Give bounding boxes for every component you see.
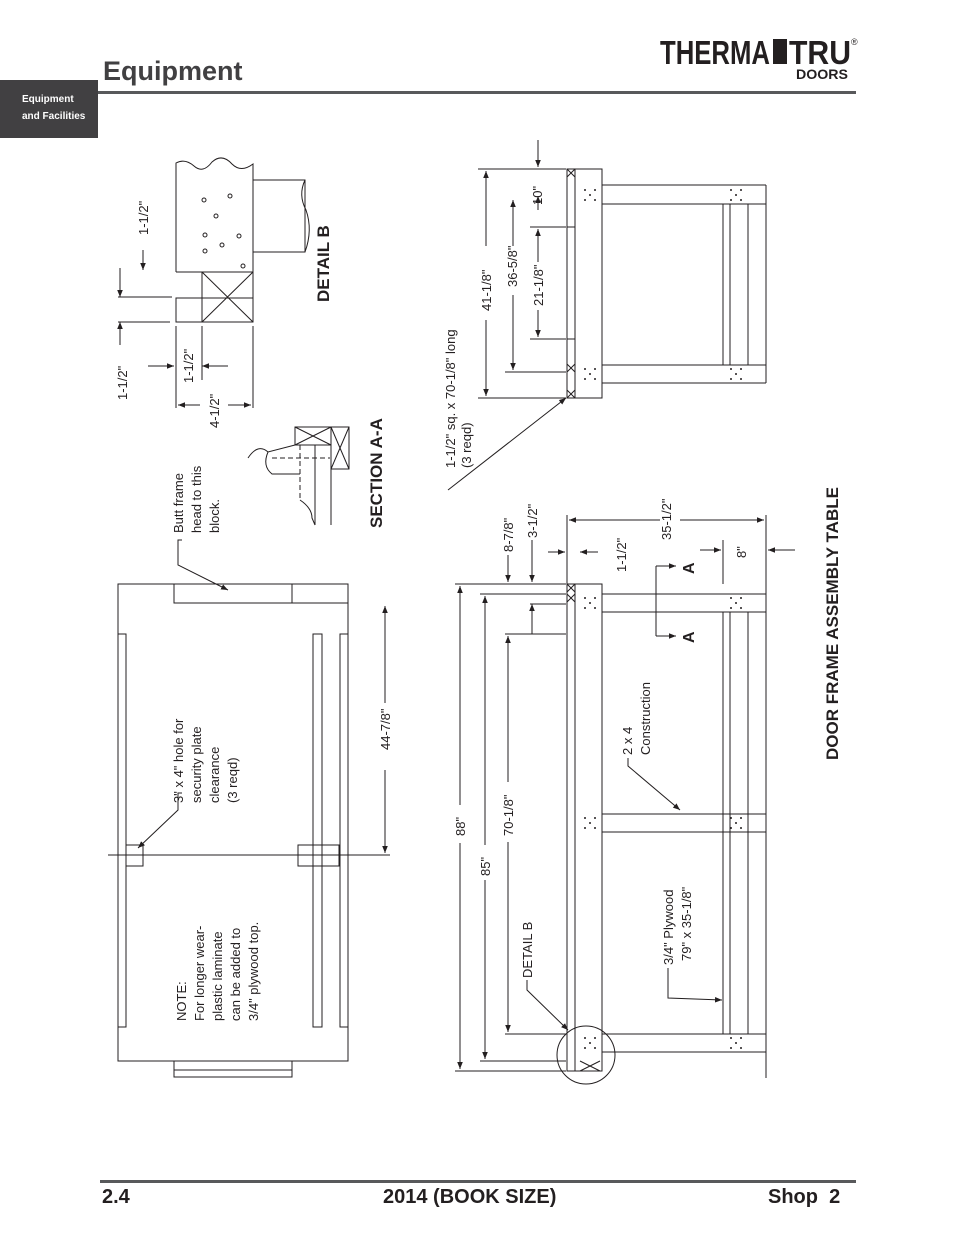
- footer-rule: [100, 1180, 856, 1183]
- dim-detail-1-5-mid: 1-1/2": [181, 348, 196, 383]
- brand-logo: THERMA TRU ® DOORS: [660, 34, 858, 82]
- table-title: DOOR FRAME ASSEMBLY TABLE: [823, 487, 842, 760]
- section-tab: Equipment and Facilities: [0, 80, 98, 138]
- section-a-a-title: SECTION A-A: [367, 418, 386, 528]
- dim-21-1-8: 21-1/8": [531, 264, 546, 306]
- logo-text-second: TRU: [789, 34, 851, 71]
- note-hole-line-4: (3 reqd): [225, 757, 240, 803]
- section-mark-a-top: A: [681, 562, 698, 574]
- dim-88: 88": [453, 817, 468, 836]
- edition-label: 2014 (BOOK SIZE): [383, 1186, 557, 1208]
- plan-view: [108, 539, 390, 1078]
- section-a-a: [247, 426, 350, 526]
- dim-detail-1-5-left: 1-1/2": [115, 365, 130, 400]
- note-hole-line-3: clearance: [207, 747, 222, 803]
- note-laminate-line-2: For longer wear-: [192, 926, 207, 1021]
- section-tab-line-1: Equipment: [22, 94, 74, 105]
- dim-1-5-table: 1-1/2": [614, 537, 629, 572]
- note-butt-line-1: Butt frame: [171, 473, 186, 533]
- elevation-top: [447, 140, 767, 491]
- note-hole-line-2: security plate: [189, 726, 204, 803]
- header-rule: [98, 91, 856, 94]
- dim-3-5: 3-1/2": [525, 503, 540, 538]
- dim-35-5: 35-1/2": [659, 498, 674, 540]
- elevation-bottom: [455, 515, 795, 1085]
- logo-registered-mark: ®: [851, 37, 858, 47]
- note-sq-line-2: (3 reqd): [459, 422, 474, 468]
- dim-41-1-8: 41-1/8": [479, 269, 494, 311]
- logo-text-main: THERMA: [660, 34, 770, 71]
- page-title: Equipment: [103, 56, 243, 86]
- dim-70-1-8: 70-1/8": [501, 794, 516, 836]
- dim-detail-1-5-top: 1-1/2": [136, 200, 151, 235]
- note-laminate-line-3: plastic laminate: [210, 931, 225, 1021]
- dim-10: 10": [530, 186, 545, 205]
- dim-8-7-8: 8-7/8": [501, 517, 516, 552]
- section-mark-a-bottom: A: [681, 631, 698, 643]
- dim-detail-4-5: 4-1/2": [207, 393, 222, 428]
- section-tab-line-2: and Facilities: [22, 111, 86, 122]
- section-label: Shop 2: [768, 1186, 841, 1208]
- detail-b: [117, 157, 310, 408]
- logo-text-sub: DOORS: [796, 66, 848, 82]
- dim-85: 85": [478, 857, 493, 876]
- dim-44-7-8: 44-7/8": [378, 708, 393, 750]
- note-laminate-line-4: can be added to: [228, 928, 243, 1021]
- note-const-line-1: 2 x 4: [620, 727, 635, 755]
- note-laminate-line-5: 3/4" plywood top.: [246, 922, 261, 1021]
- fastener-dots: [584, 189, 742, 1049]
- note-butt-line-2: head to this: [189, 465, 204, 533]
- note-const-line-2: Construction: [638, 682, 653, 755]
- note-sq-line-1: 1-1/2" sq. x 70-1/8" long: [443, 329, 458, 468]
- detail-b-reference: DETAIL B: [520, 922, 535, 978]
- note-laminate-line-1: NOTE:: [174, 981, 189, 1021]
- dim-36-5-8: 36-5/8": [505, 245, 520, 287]
- dim-8: 8": [734, 546, 749, 558]
- logo-block-icon: [773, 39, 787, 64]
- page-number: 2.4: [102, 1186, 130, 1208]
- note-butt-line-3: block.: [207, 499, 222, 533]
- note-plywood-line-2: 79" x 35-1/8": [679, 886, 694, 961]
- note-hole-line-1: 3" x 4" hole for: [171, 718, 186, 803]
- detail-b-title: DETAIL B: [314, 225, 333, 302]
- note-plywood-line-1: 3/4" Plywood: [661, 890, 676, 965]
